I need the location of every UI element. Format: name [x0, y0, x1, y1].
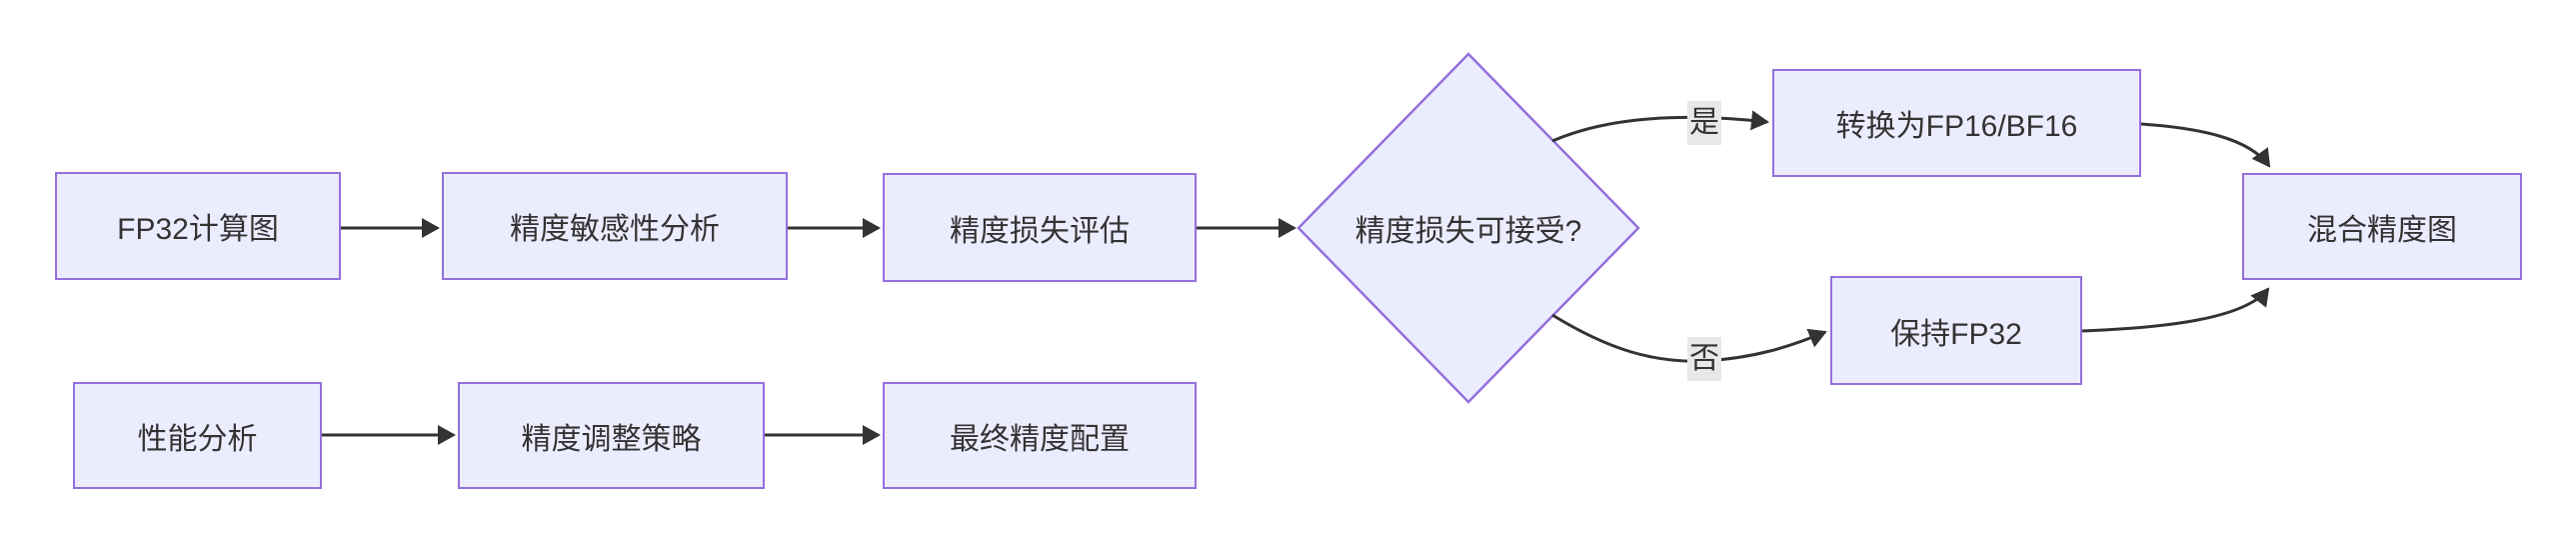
edge-convert-to-mixed	[2140, 122, 2271, 168]
node-precision-loss-evaluation: 精度损失评估	[883, 173, 1197, 282]
node-convert-fp16-bf16: 转换为FP16/BF16	[1772, 69, 2141, 177]
node-keep-fp32: 保持FP32	[1830, 276, 2082, 385]
node-decision-label: 精度损失可接受?	[1354, 215, 1582, 248]
edge-label-yes: 是	[1687, 101, 1721, 145]
node-precision-adjust-strategy: 精度调整策略	[458, 382, 765, 489]
node-performance-analysis: 性能分析	[73, 382, 322, 489]
edge-keep-to-mixed	[2081, 287, 2270, 333]
node-final-precision-config: 最终精度配置	[883, 382, 1197, 489]
node-precision-sensitivity-analysis: 精度敏感性分析	[442, 172, 788, 280]
edge-label-no: 否	[1687, 337, 1721, 381]
node-mixed-precision-graph: 混合精度图	[2242, 173, 2522, 280]
node-fp32-graph: FP32计算图	[55, 172, 341, 280]
edge-decision-yes-to-convert	[1551, 110, 1769, 143]
